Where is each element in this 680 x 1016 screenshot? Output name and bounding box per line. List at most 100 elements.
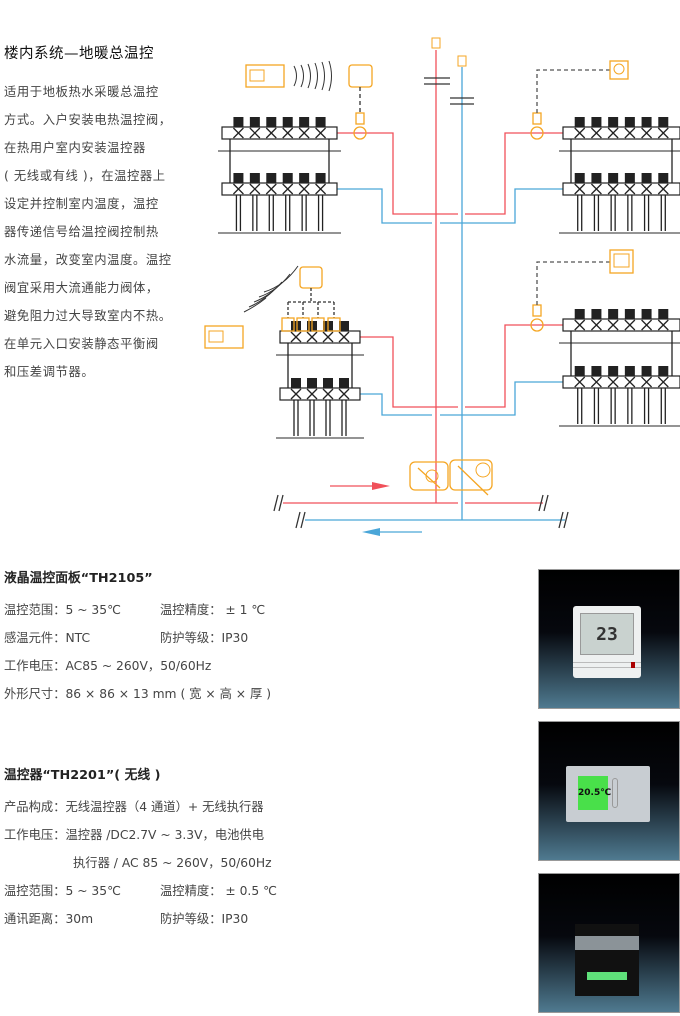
spec-row: 执行器 / AC 85 ~ 260V，50/60Hz <box>4 849 272 877</box>
floor-heating-manifold <box>306 388 318 400</box>
intro-line: 水流量，改变室内温度。温控 <box>4 253 172 267</box>
floor-heating-manifold <box>607 183 619 195</box>
intro-line: ( 无线或有线 )，在温控器上 <box>4 169 166 183</box>
floor-heating-manifold <box>607 127 619 139</box>
break-mark-icon <box>273 494 279 512</box>
intro-line: 方式。入户安装电热温控阀， <box>4 113 172 127</box>
floor-heating-manifold <box>249 117 260 127</box>
wireless-signal-icon <box>300 64 304 88</box>
floor-heating-manifold <box>608 309 619 319</box>
wireless-signal-icon <box>293 65 297 87</box>
floor-heating-manifold <box>232 127 244 139</box>
floor-heating-manifold <box>265 127 277 139</box>
control-wire <box>536 69 610 113</box>
floor-heating-manifold <box>232 183 244 195</box>
floor-heating-manifold <box>291 378 301 388</box>
wireless-signal-icon <box>263 265 299 293</box>
wireless-signal-icon <box>307 63 311 89</box>
floor-heating-manifold <box>291 321 301 331</box>
floor-heating-manifold <box>574 127 586 139</box>
wireless-thermostat-icon <box>245 64 285 88</box>
th2105-photo: 23 <box>538 569 680 709</box>
floor-heating-manifold <box>608 366 619 376</box>
floor-heating-manifold <box>641 376 653 388</box>
receiver-icon <box>299 266 323 289</box>
product-title: 液晶温控面板“TH2105” <box>4 571 153 586</box>
floor-heating-manifold <box>249 183 261 195</box>
floor-heating-manifold <box>658 309 669 319</box>
actuator-icon <box>532 112 542 125</box>
thermostat-screen-icon <box>249 69 265 82</box>
floor-heating-manifold <box>574 173 585 183</box>
floor-heating-manifold <box>323 378 333 388</box>
thermostat-panel: 23 <box>573 606 641 678</box>
thermal-valve-icon <box>530 126 544 140</box>
floor-heating-manifold <box>624 376 636 388</box>
intro-line: 和压差调节器。 <box>4 365 95 379</box>
floor-heating-manifold <box>591 117 602 127</box>
heating-system-diagram <box>204 37 680 536</box>
floor-heating-manifold <box>339 321 349 331</box>
wireless-signal-icon <box>253 281 283 303</box>
floor-heating-manifold <box>574 319 586 331</box>
floor-heating-manifold <box>607 376 619 388</box>
intro-line: 设定并控制室内温度，温控 <box>4 197 159 211</box>
th2201-thermostat-photo: 20.5℃ <box>538 721 680 861</box>
static-balancing-valve-icon <box>409 461 449 491</box>
dial-icon <box>613 63 625 75</box>
break-mark-icon <box>278 494 284 512</box>
floor-heating-manifold <box>221 182 338 196</box>
return-pipe <box>440 188 563 224</box>
floor-heating-manifold <box>233 117 244 127</box>
floor-heating-manifold <box>658 173 669 183</box>
floor-heating-manifold <box>641 173 652 183</box>
floor-heating-manifold <box>574 183 586 195</box>
break-mark-icon <box>295 511 301 529</box>
lcd-thermostat-icon <box>609 249 634 274</box>
break-mark-icon <box>563 511 569 529</box>
floor-heating-manifold <box>657 183 669 195</box>
floor-heating-manifold <box>624 319 636 331</box>
differential-pressure-regulator-icon <box>475 462 491 478</box>
floor-heating-manifold <box>591 173 602 183</box>
supply-pipe <box>465 324 563 408</box>
floor-heating-manifold <box>591 309 602 319</box>
floor-heating-manifold <box>266 173 277 183</box>
spec-value: 防护等级：IP30 <box>160 912 249 926</box>
floor-heating-manifold <box>298 183 310 195</box>
floor-heating-manifold <box>562 182 680 196</box>
floor-heating-manifold <box>591 366 602 376</box>
intro-line: 在热用户室内安装温控器 <box>4 141 146 155</box>
actuator-icon <box>327 317 341 332</box>
flow-arrow-right-icon <box>372 482 390 490</box>
floor-heating-manifold <box>315 117 326 127</box>
spec-value: 感温元件：NTC <box>4 631 91 645</box>
floor-heating-manifold <box>306 331 318 343</box>
actuator-box <box>575 924 639 996</box>
floor-heating-manifold <box>590 127 602 139</box>
floor-heating-manifold <box>641 366 652 376</box>
lcd-display: 20.5℃ <box>578 776 611 810</box>
floor-heating-manifold <box>574 366 585 376</box>
floor-heating-manifold <box>658 366 669 376</box>
break-mark-icon <box>538 494 544 512</box>
floor-heating-manifold <box>590 183 602 195</box>
actuator-icon <box>311 317 325 332</box>
floor-heating-manifold <box>265 183 277 195</box>
floor-heating-manifold <box>641 309 652 319</box>
floor-heating-manifold <box>641 127 653 139</box>
air-vent-icon <box>457 55 467 67</box>
floor-heating-manifold <box>641 183 653 195</box>
break-mark-icon <box>558 511 564 529</box>
break-mark-icon <box>300 511 306 529</box>
floor-heating-manifold <box>339 378 349 388</box>
room-thermostat-icon <box>609 60 629 80</box>
intro-line: 避免阻力过大导致室内不热。 <box>4 309 172 323</box>
floor-heating-manifold <box>657 127 669 139</box>
spec-row: 产品构成：无线温控器（4 通道）+ 无线执行器 <box>4 793 272 821</box>
floor-heating-manifold <box>574 376 586 388</box>
wireless-signal-icon <box>314 62 318 90</box>
